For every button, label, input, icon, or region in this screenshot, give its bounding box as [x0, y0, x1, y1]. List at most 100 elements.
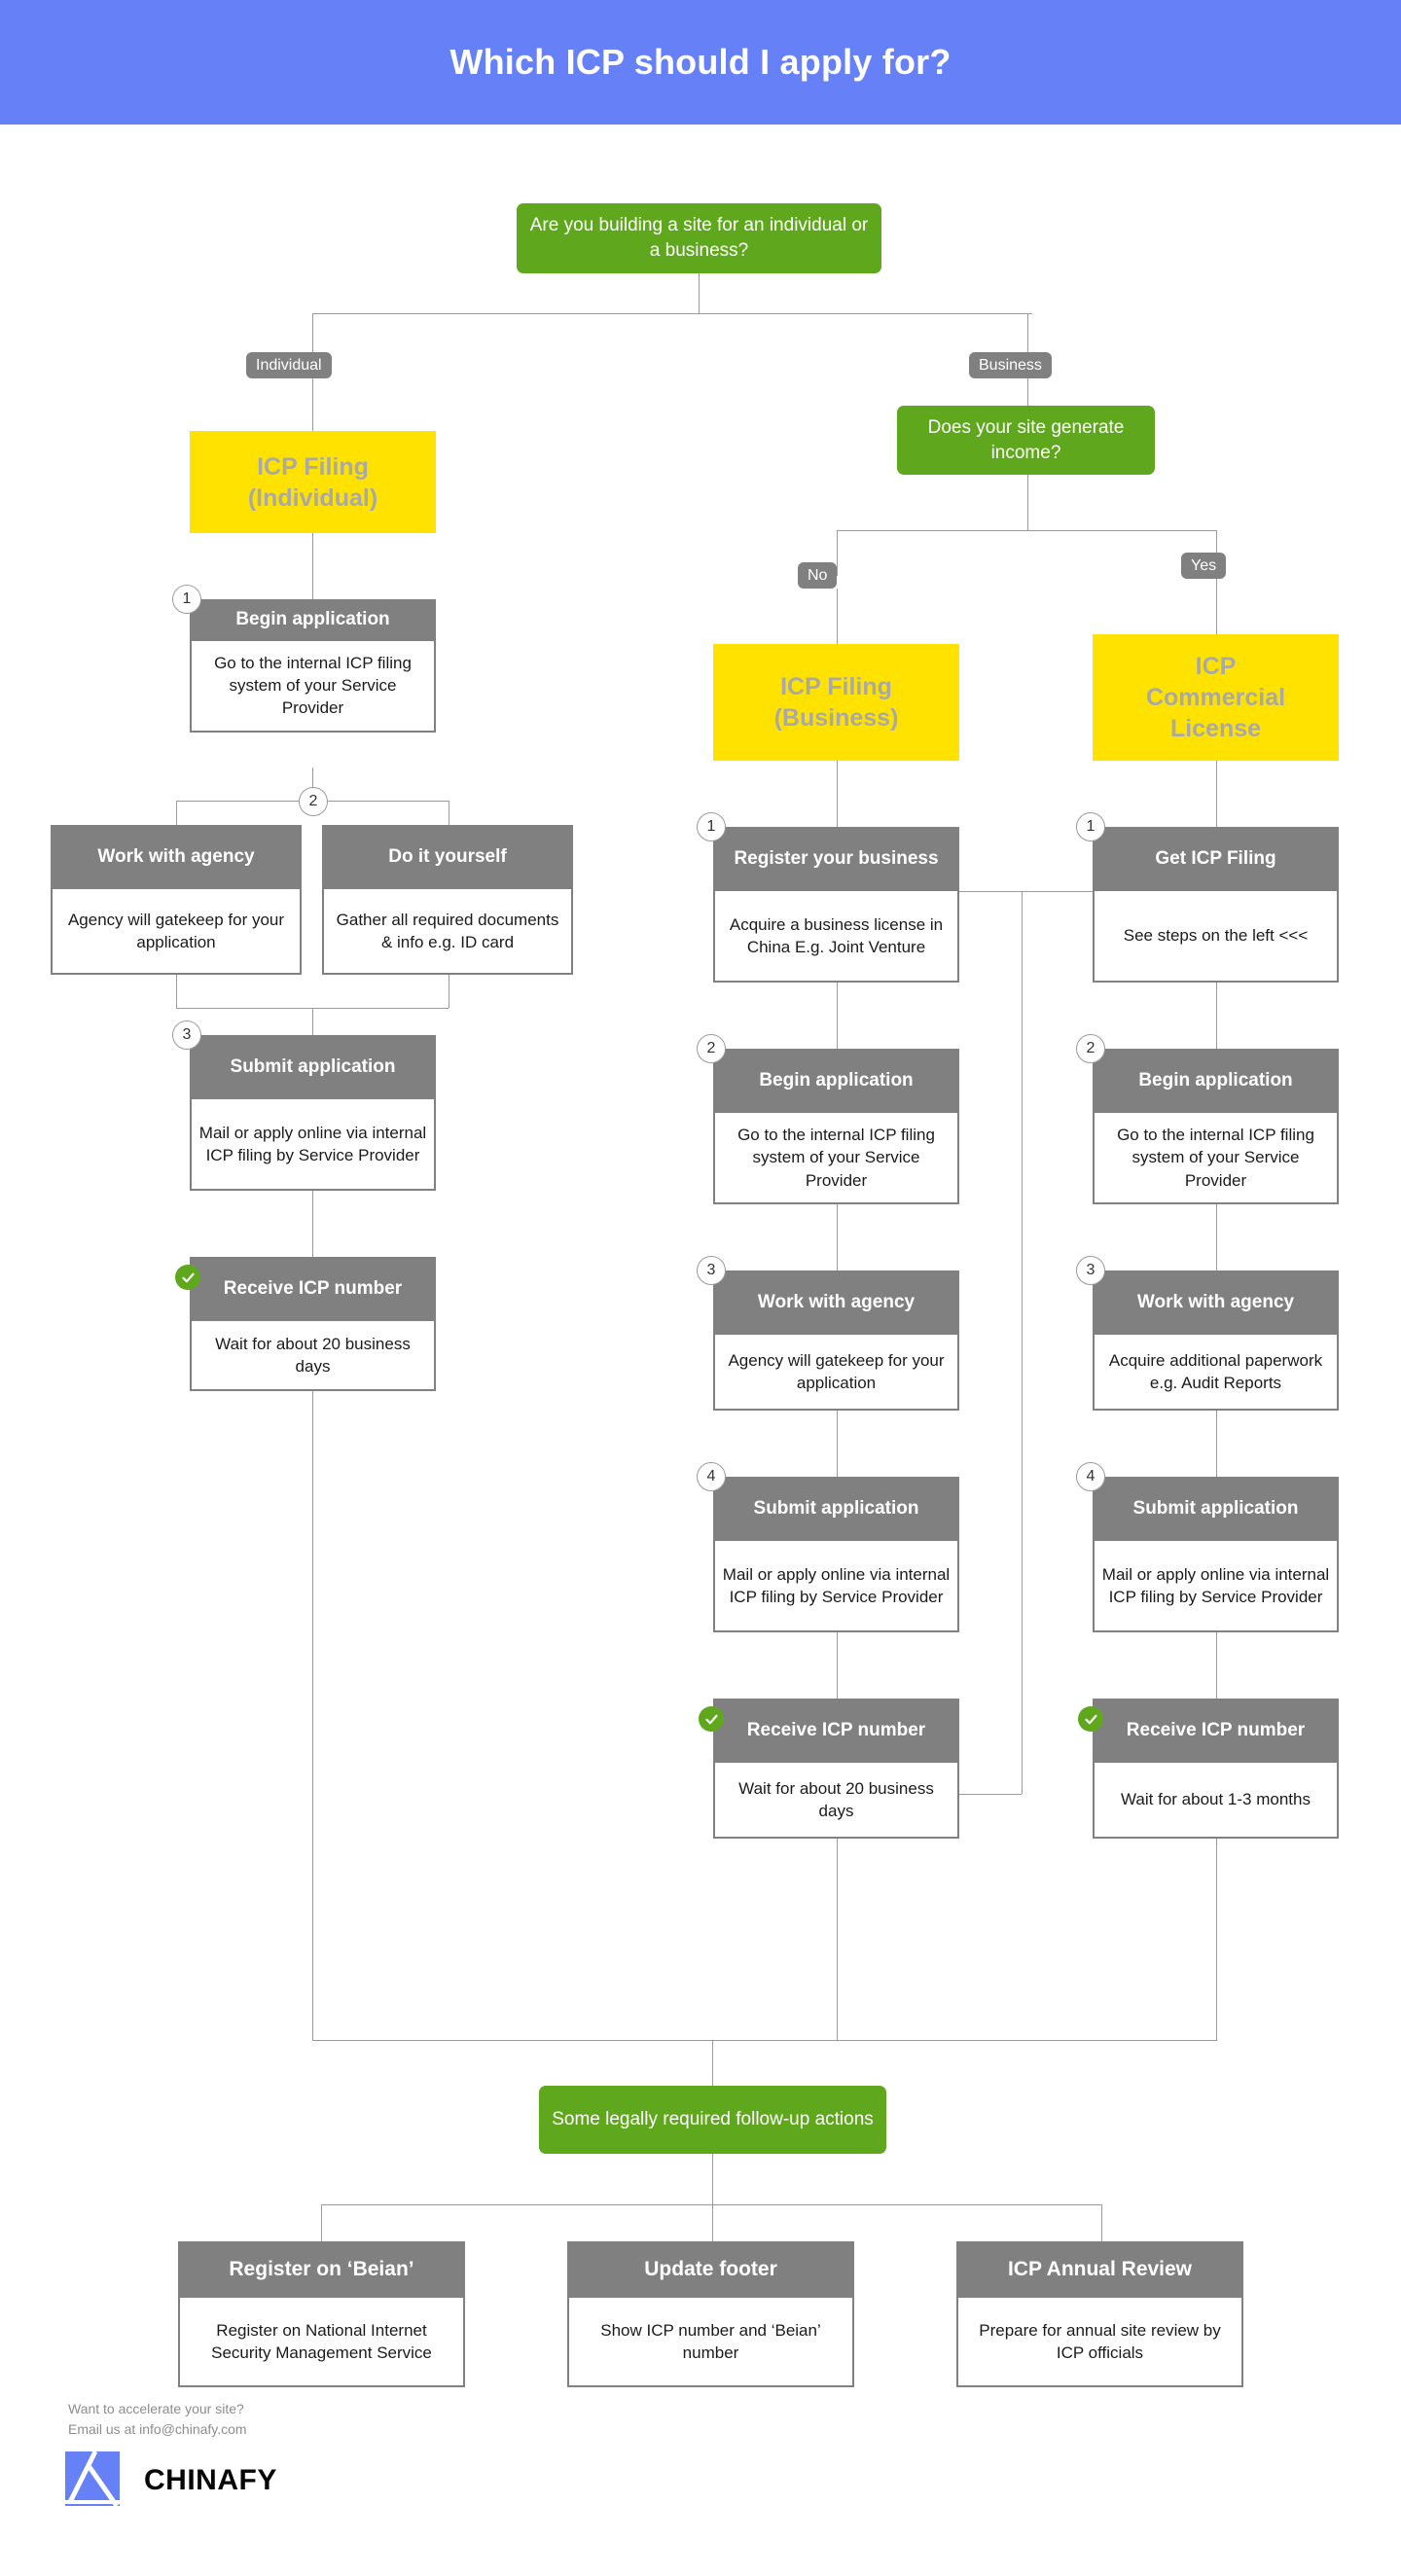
connector [312, 768, 313, 801]
completion-check-icon [175, 1265, 200, 1290]
outcome-line-1: ICP [1195, 653, 1237, 680]
outcome-icp-filing-business: ICP Filing (Business) [713, 644, 959, 761]
step-card-receive-icp-number-commercial: Receive ICP number Wait for about 1-3 mo… [1093, 1699, 1339, 1839]
step-card-register-your-business: Register your business Acquire a busines… [713, 827, 959, 983]
step-card-submit-application-business: Submit application Mail or apply online … [713, 1477, 959, 1632]
step-card-title: Work with agency [1093, 1270, 1339, 1335]
outcome-line-3: License [1169, 715, 1262, 742]
outcome-line-2: (Individual) [247, 483, 378, 512]
step-card-title: Begin application [713, 1049, 959, 1113]
step-card-submit-application-individual: Submit application Mail or apply online … [190, 1035, 436, 1191]
connector [176, 801, 177, 825]
connector [1216, 1839, 1217, 2040]
decision-node-income-label: Does your site generate income? [927, 416, 1125, 463]
step-badge-1: 1 [172, 585, 201, 614]
step-card-title: Begin application [1093, 1049, 1339, 1113]
completion-check-icon [1078, 1706, 1103, 1732]
connector [699, 273, 700, 313]
connector [321, 2204, 1101, 2205]
connector [959, 1794, 1022, 1795]
connector [176, 975, 177, 1008]
connector [1216, 530, 1217, 566]
connector [712, 2204, 713, 2241]
footer-cta-line-2: Email us at info@chinafy.com [68, 2421, 247, 2437]
step-card-receive-icp-number-individual: Receive ICP number Wait for about 20 bus… [190, 1257, 436, 1391]
step-badge-4: 4 [697, 1462, 726, 1491]
step-card-body: Wait for about 1-3 months [1093, 1763, 1339, 1839]
step-card-body: Gather all required documents & info e.g… [322, 889, 573, 975]
connector [1216, 1632, 1217, 1699]
connector [312, 378, 313, 431]
connector [321, 2204, 322, 2241]
step-card-title: Work with agency [713, 1270, 959, 1335]
step-card-work-with-agency-commercial: Work with agency Acquire additional pape… [1093, 1270, 1339, 1411]
step-card-begin-application-individual: Begin application Go to the internal ICP… [190, 599, 436, 733]
footer-cta-line-1: Want to accelerate your site? [68, 2401, 244, 2416]
connector [312, 2040, 1217, 2041]
step-card-body: Go to the internal ICP filing system of … [190, 640, 436, 733]
branch-label-business-text: Business [979, 356, 1042, 374]
decision-node-audience-label: Are you building a site for an individua… [529, 215, 869, 261]
step-card-title: Submit application [713, 1477, 959, 1541]
connector [837, 530, 1216, 531]
chinafy-logo-icon [65, 2450, 120, 2508]
step-badge-2: 2 [1076, 1034, 1105, 1063]
followup-node: Some legally required follow-up actions [539, 2086, 886, 2154]
followup-card-register-on-beian: Register on ‘Beian’ Register on National… [178, 2241, 465, 2387]
outcome-line-2: (Business) [773, 704, 899, 732]
step-card-body: See steps on the left <<< [1093, 891, 1339, 983]
connector [312, 313, 313, 366]
step-card-begin-application-commercial: Begin application Go to the internal ICP… [1093, 1049, 1339, 1204]
step-card-body: Acquire a business license in China E.g.… [713, 891, 959, 983]
step-card-body: Agency will gatekeep for your applicatio… [51, 889, 302, 975]
step-badge-3: 3 [172, 1020, 201, 1050]
connector [1216, 983, 1217, 1049]
decision-node-income: Does your site generate income? [897, 406, 1155, 475]
connector [312, 1191, 313, 1257]
connector [837, 761, 838, 827]
page-header: Which ICP should I apply for? [0, 0, 1401, 125]
followup-card-title: ICP Annual Review [956, 2241, 1243, 2298]
step-badge-3: 3 [697, 1256, 726, 1285]
check-glyph [704, 1714, 718, 1724]
step-badge-1: 1 [1076, 812, 1105, 841]
step-card-work-with-agency-business: Work with agency Agency will gatekeep fo… [713, 1270, 959, 1411]
chinafy-logo-glyph [65, 2450, 120, 2508]
step-card-receive-icp-number-business: Receive ICP number Wait for about 20 bus… [713, 1699, 959, 1839]
step-card-title: Submit application [190, 1035, 436, 1099]
outcome-line-1: ICP Filing [257, 452, 369, 481]
step-badge-2: 2 [299, 787, 328, 816]
connector [837, 589, 838, 644]
outcome-icp-filing-individual: ICP Filing (Individual) [190, 431, 436, 533]
connector [312, 533, 313, 599]
step-card-title: Work with agency [51, 825, 302, 889]
connector [1022, 891, 1023, 1794]
branch-label-individual: Individual [246, 352, 332, 378]
outcome-line-2: Commercial [1145, 684, 1286, 711]
branch-label-individual-text: Individual [256, 356, 322, 374]
step-card-body: Wait for about 20 business days [190, 1321, 436, 1391]
branch-label-no: No [798, 562, 838, 589]
branch-label-yes-text: Yes [1191, 556, 1217, 574]
connector [1027, 313, 1028, 366]
outcome-icp-commercial-license: ICP Commercial License [1093, 634, 1339, 761]
followup-card-title: Update footer [567, 2241, 854, 2298]
step-card-get-icp-filing: Get ICP Filing See steps on the left <<< [1093, 827, 1339, 983]
step-badge-3: 3 [1076, 1256, 1105, 1285]
followup-card-body: Show ICP number and ‘Beian’ number [567, 2298, 854, 2387]
connector [312, 1391, 313, 2040]
chinafy-wordmark: CHINAFY [144, 2464, 277, 2496]
step-card-do-it-yourself: Do it yourself Gather all required docum… [322, 825, 573, 975]
completion-check-icon [699, 1706, 724, 1732]
followup-node-label: Some legally required follow-up actions [552, 2109, 874, 2130]
connector [712, 2040, 713, 2086]
step-card-body: Mail or apply online via internal ICP fi… [713, 1541, 959, 1632]
step-card-submit-application-commercial: Submit application Mail or apply online … [1093, 1477, 1339, 1632]
connector [1216, 1411, 1217, 1477]
step-card-title: Get ICP Filing [1093, 827, 1339, 891]
step-card-title: Register your business [713, 827, 959, 891]
outcome-line-1: ICP Filing [780, 673, 892, 700]
branch-label-yes: Yes [1181, 553, 1227, 579]
step-card-title: Receive ICP number [190, 1257, 436, 1321]
